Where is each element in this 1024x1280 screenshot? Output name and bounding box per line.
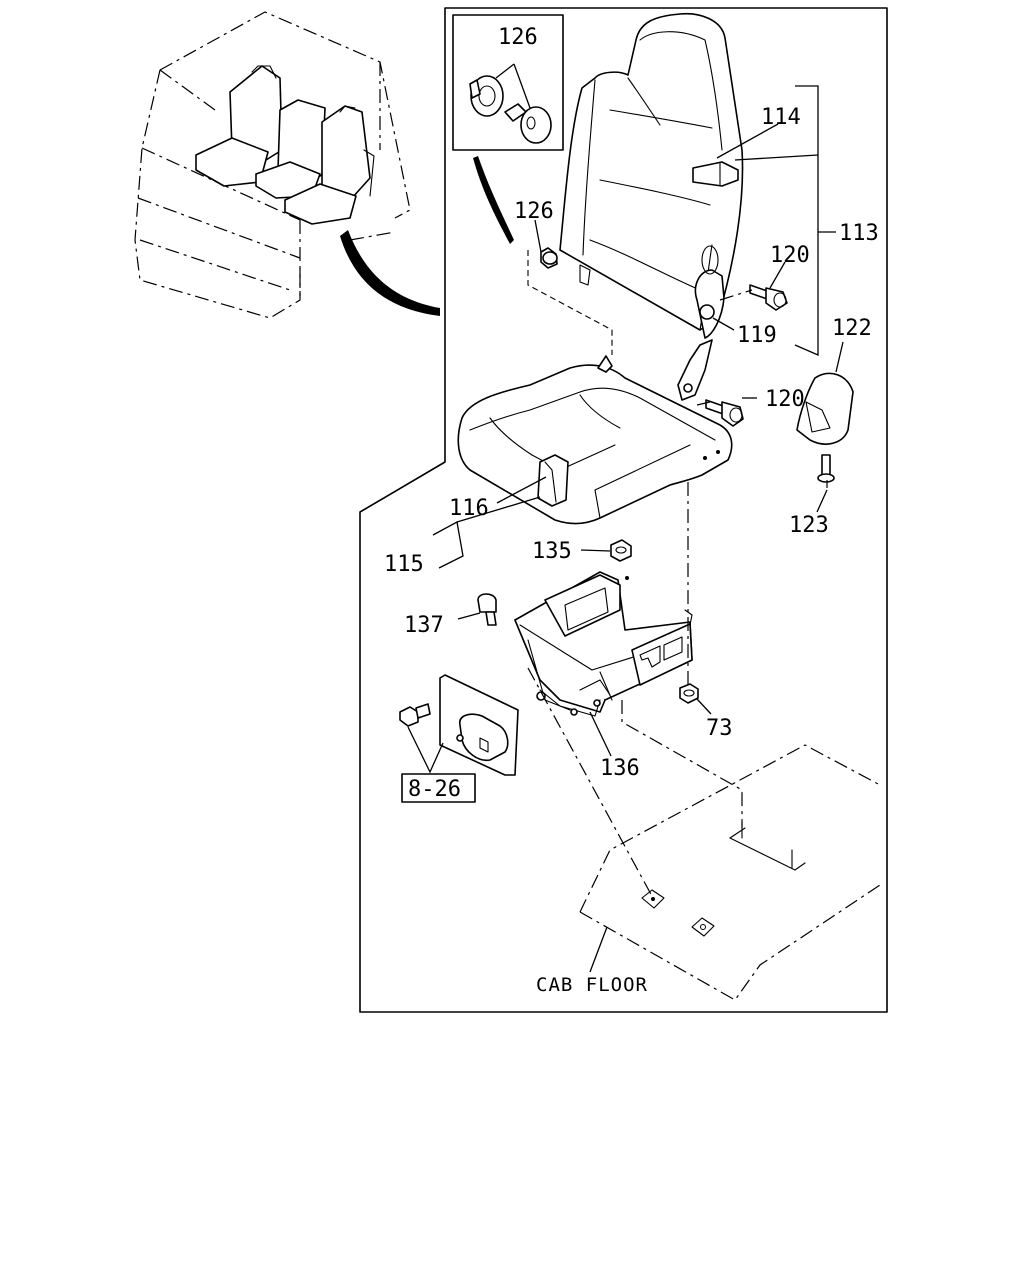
callout-122: 122 [832,316,872,341]
callout-120-lower: 120 [765,387,805,412]
callout-120-upper: 120 [770,243,810,268]
bolt-120-lower [705,399,744,427]
nut-73 [679,683,699,704]
callout-113: 113 [839,221,879,246]
screw-123 [817,454,835,483]
callout-126: 126 [514,199,554,224]
callout-137: 137 [404,613,444,638]
callout-126-inset: 126 [498,25,538,50]
callout-8-26: 8-26 [408,777,461,802]
ref-box-8-26 [401,773,476,803]
inset-detail-126 [452,14,564,151]
callout-135: 135 [532,539,572,564]
callout-123: 123 [789,513,829,538]
cab-overview-illustration [134,11,411,319]
cab-floor-label: CAB FLOOR [536,974,648,996]
callout-73: 73 [706,716,733,741]
bolt-137 [477,593,497,626]
overview-pointer-arrow [340,230,440,316]
detail-frame [359,7,888,1013]
side-cover-122 [796,372,854,445]
bolt-8-26 [399,703,431,727]
side-bracket [439,674,519,776]
callout-119: 119 [737,323,777,348]
seat-back [527,12,744,401]
callout-116: 116 [449,496,489,521]
callout-136: 136 [600,756,640,781]
clip-126 [540,247,558,269]
bolt-120-upper [749,284,788,311]
callout-115: 115 [384,552,424,577]
inset-pointer-arrow [473,156,514,244]
seat-cushion [457,355,733,525]
nut-135 [610,539,632,562]
seat-frame-136 [514,571,693,717]
callout-114: 114 [761,105,801,130]
